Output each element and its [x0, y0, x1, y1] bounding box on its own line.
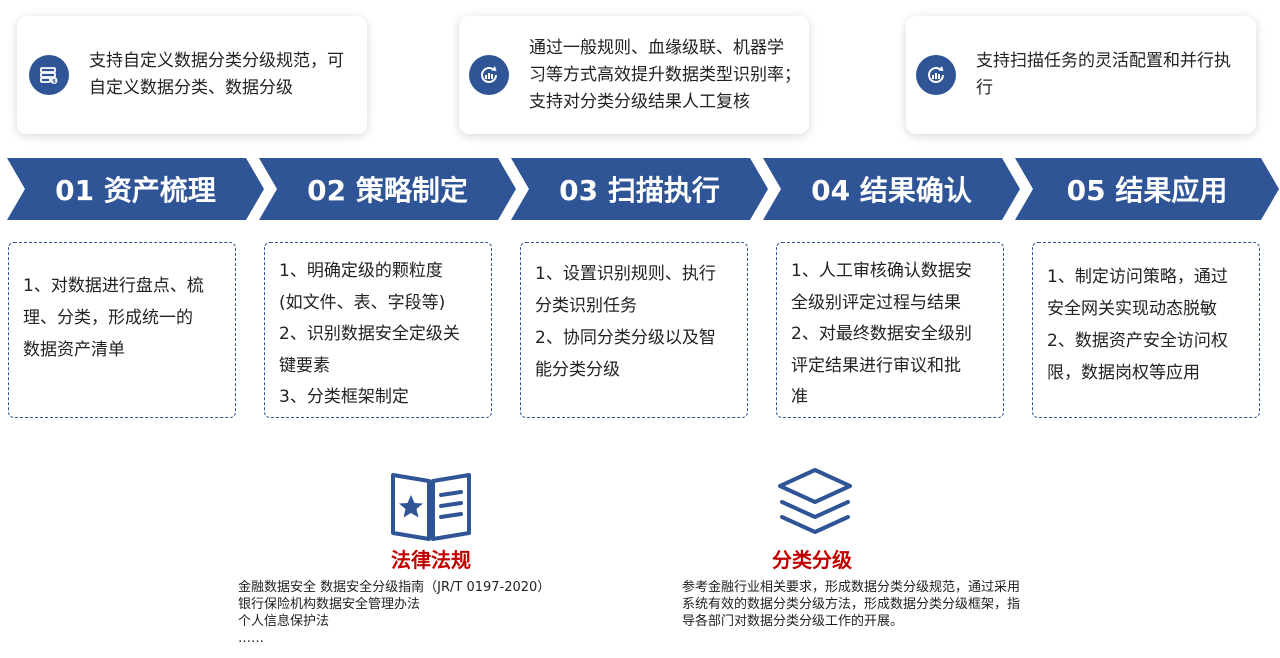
step-5-desc-line: 1、制定访问策略，通过 [1047, 267, 1228, 287]
step-4-desc-line: 评定结果进行审议和批 [791, 355, 961, 376]
step-4-desc-line: 全级别评定过程与结果 [791, 292, 961, 313]
step-5-desc-line: 2、数据资产安全访问权 [1047, 331, 1228, 351]
step-3-description: 1、设置识别规则、执行 分类识别任务 2、协同分类分级以及智 能分类分级 [520, 242, 748, 418]
step-4-desc-line: 1、人工审核确认数据安 [791, 261, 972, 281]
step-1-desc-line: 数据资产清单 [23, 340, 125, 360]
feature-card-2: 通过一般规则、血缘级联、机器学 习等方式高效提升数据类型识别率； 支持对分类分级… [459, 16, 809, 134]
law-list: 金融数据安全 数据安全分级指南（JR/T 0197-2020） 银行保险机构数据… [238, 579, 550, 647]
step-1-chevron: 01 资产梳理 [7, 158, 264, 220]
step-4-label: 04 结果确认 [811, 174, 972, 207]
law-item: 个人信息保护法 [238, 614, 330, 629]
step-1-desc-line: 理、分类，形成统一的 [23, 308, 193, 328]
step-5-desc-line: 限，数据岗权等应用 [1047, 363, 1200, 383]
law-item: 金融数据安全 数据安全分级指南（JR/T 0197-2020） [238, 580, 551, 595]
feature-2-line-1: 通过一般规则、血缘级联、机器学 [529, 37, 784, 58]
layers-icon [774, 464, 856, 544]
step-4-desc-line: 准 [791, 387, 808, 407]
step-1-desc-line: 1、对数据进行盘点、梳 [23, 276, 204, 296]
classify-text: 参考金融行业相关要求，形成数据分类分级规范，通过采用 系统有效的数据分类分级方法… [682, 579, 1020, 630]
law-title: 法律法规 [391, 548, 471, 572]
feature-card-1: $ 支持自定义数据分类分级规范，可 自定义数据分类、数据分级 [17, 16, 367, 134]
feature-2-line-3: 支持对分类分级结果人工复核 [529, 91, 750, 112]
feature-2-line-2: 习等方式高效提升数据类型识别率； [529, 64, 801, 85]
step-3-desc-line: 分类识别任务 [535, 296, 637, 316]
step-5-description: 1、制定访问策略，通过 安全网关实现动态脱敏 2、数据资产安全访问权 限，数据岗… [1032, 242, 1260, 418]
step-5-label: 05 结果应用 [1066, 174, 1228, 207]
step-1-label: 01 资产梳理 [55, 174, 216, 207]
feature-3-line-1: 支持扫描任务的灵活配置和并行执 [976, 51, 1231, 71]
feature-3-line-2: 行 [976, 78, 993, 98]
step-5-chevron: 05 结果应用 [1015, 158, 1279, 220]
step-3-desc-line: 能分类分级 [535, 360, 620, 380]
step-4-chevron: 04 结果确认 [763, 158, 1020, 220]
classify-line: 导各部门对数据分类分级工作的开展。 [682, 614, 904, 629]
law-item: 银行保险机构数据安全管理办法 [238, 597, 421, 612]
step-1-description: 1、对数据进行盘点、梳 理、分类，形成统一的 数据资产清单 [8, 242, 236, 418]
refresh-chart-icon [916, 55, 956, 95]
database-icon: $ [29, 55, 69, 95]
step-2-desc-line: 1、明确定级的颗粒度 [279, 261, 443, 281]
law-book-icon [389, 467, 473, 543]
classify-line: 系统有效的数据分类分级方法，形成数据分类分级框架，指 [682, 597, 1021, 612]
step-5-desc-line: 安全网关实现动态脱敏 [1047, 299, 1217, 319]
feature-1-line-2: 自定义数据分类、数据分级 [89, 78, 293, 98]
step-4-desc-line: 2、对最终数据安全级别 [791, 324, 972, 344]
law-item: …… [238, 631, 264, 646]
step-3-label: 03 扫描执行 [559, 174, 720, 207]
svg-text:$: $ [52, 79, 56, 85]
step-2-desc-line: (如文件、表、字段等) [279, 292, 446, 313]
step-2-desc-line: 键要素 [279, 355, 330, 376]
step-3-chevron: 03 扫描执行 [511, 158, 768, 220]
step-3-desc-line: 2、协同分类分级以及智 [535, 328, 716, 348]
classify-line: 参考金融行业相关要求，形成数据分类分级规范，通过采用 [682, 580, 1021, 595]
step-2-desc-line: 2、识别数据安全定级关 [279, 324, 460, 344]
feature-1-line-1: 支持自定义数据分类分级规范，可 [89, 51, 344, 71]
step-2-desc-line: 3、分类框架制定 [279, 387, 409, 407]
step-2-description: 1、明确定级的颗粒度 (如文件、表、字段等) 2、识别数据安全定级关 键要素 3… [264, 242, 492, 418]
step-2-chevron: 02 策略制定 [259, 158, 516, 220]
feature-card-3: 支持扫描任务的灵活配置和并行执 行 [906, 16, 1256, 134]
refresh-chart-icon [469, 55, 509, 95]
classify-title: 分类分级 [772, 548, 852, 572]
step-3-desc-line: 1、设置识别规则、执行 [535, 264, 716, 284]
step-2-label: 02 策略制定 [307, 174, 468, 207]
step-4-description: 1、人工审核确认数据安 全级别评定过程与结果 2、对最终数据安全级别 评定结果进… [776, 242, 1004, 418]
